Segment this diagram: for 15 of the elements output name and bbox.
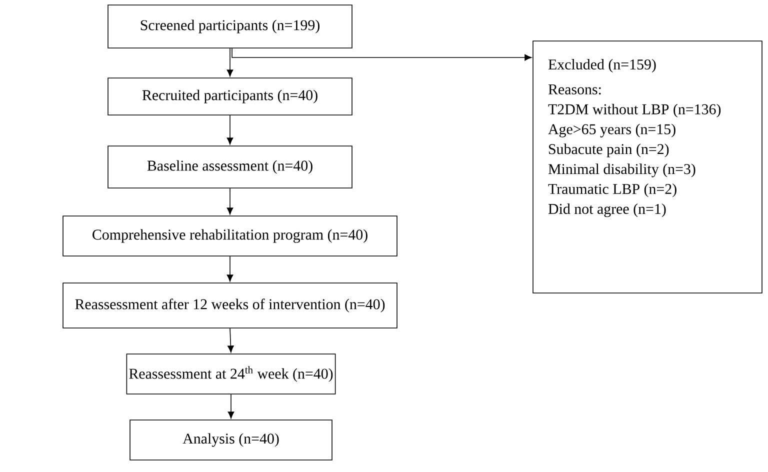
process-box: Analysis (n=40) [130,420,332,460]
exclusion-box: Excluded (n=159) Reasons: T2DM without LBP (n=136) Age>65 years (n=15) Subacute pain (n=2) Minimal disability (n=3) Traumatic LBP (n=2) Did not agree (n=1) [532,40,762,294]
arrow [226,115,234,145]
arrow [226,256,234,282]
process-box: Reassessment after 12 weeks of intervention (n=40) [62,282,398,328]
process-box: Baseline assessment (n=40) [108,146,352,188]
arrow [232,48,532,61]
arrow [226,48,234,77]
process-box: Comprehensive rehabilitation program (n=40) [62,216,398,256]
process-box: Screened participants (n=199) [108,4,352,48]
arrow [226,188,234,215]
process-box: Reassessment at 24$^{th}$ week (n=40) [126,354,336,394]
arrow [228,328,234,353]
process-box: Recruited participants (n=40) [108,78,352,116]
arrow [228,394,234,419]
